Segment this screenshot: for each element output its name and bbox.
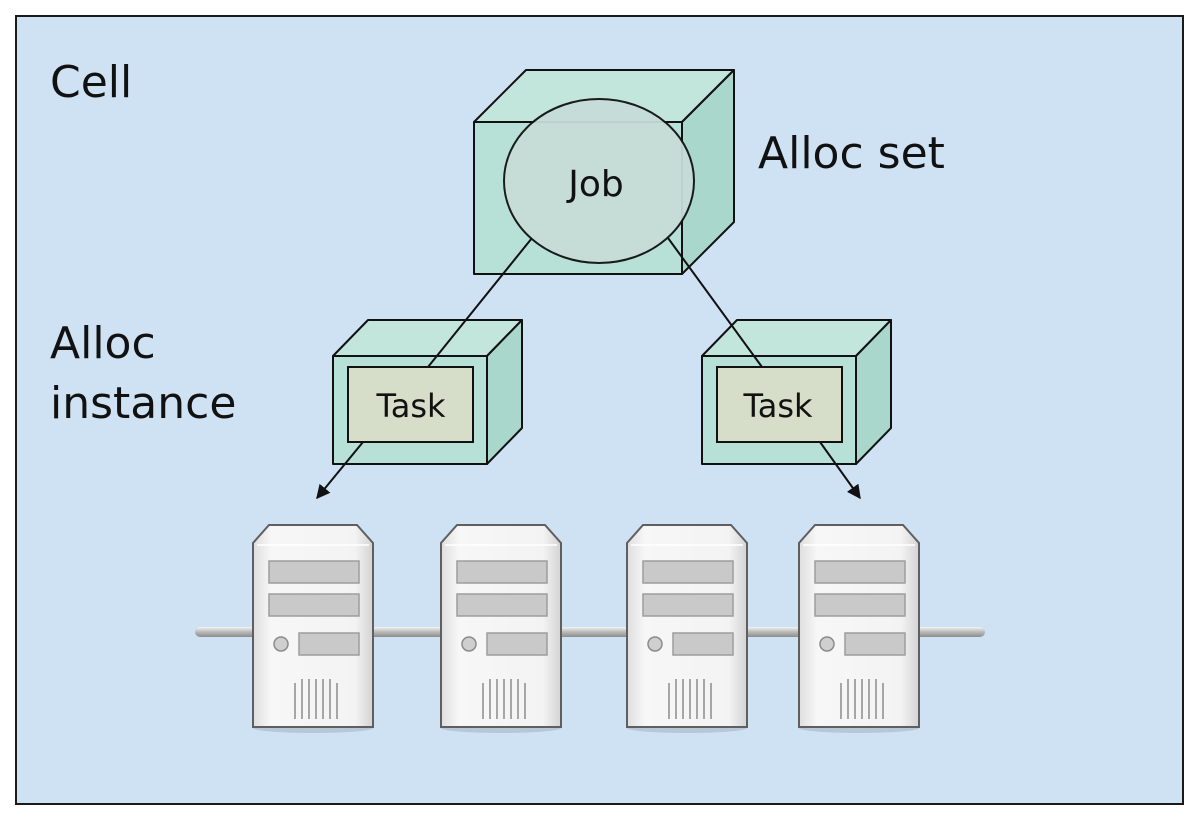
alloc-instance-label-line2: instance	[50, 378, 236, 429]
task-label-right: Task	[742, 387, 813, 425]
alloc-set-label: Alloc set	[758, 128, 945, 179]
task-left-to-machine-arrow	[316, 441, 364, 500]
machine-2-server-icon	[440, 524, 562, 733]
machine-3-server-icon	[626, 524, 748, 733]
cell-label: Cell	[50, 57, 132, 108]
network-cable	[195, 627, 985, 637]
machine-1-server-icon	[252, 524, 374, 733]
job-to-task-right-line	[667, 237, 763, 368]
job-node	[503, 98, 695, 264]
job-to-task-left-line	[427, 237, 533, 368]
task-label-left: Task	[375, 387, 446, 425]
task-right-to-machine-arrow	[819, 441, 861, 500]
task-box-left	[347, 366, 474, 443]
task-box-right	[716, 366, 843, 443]
job-label: Job	[566, 164, 624, 205]
machine-4-server-icon	[798, 524, 920, 733]
alloc-instance-label-line1: Alloc	[50, 318, 156, 369]
